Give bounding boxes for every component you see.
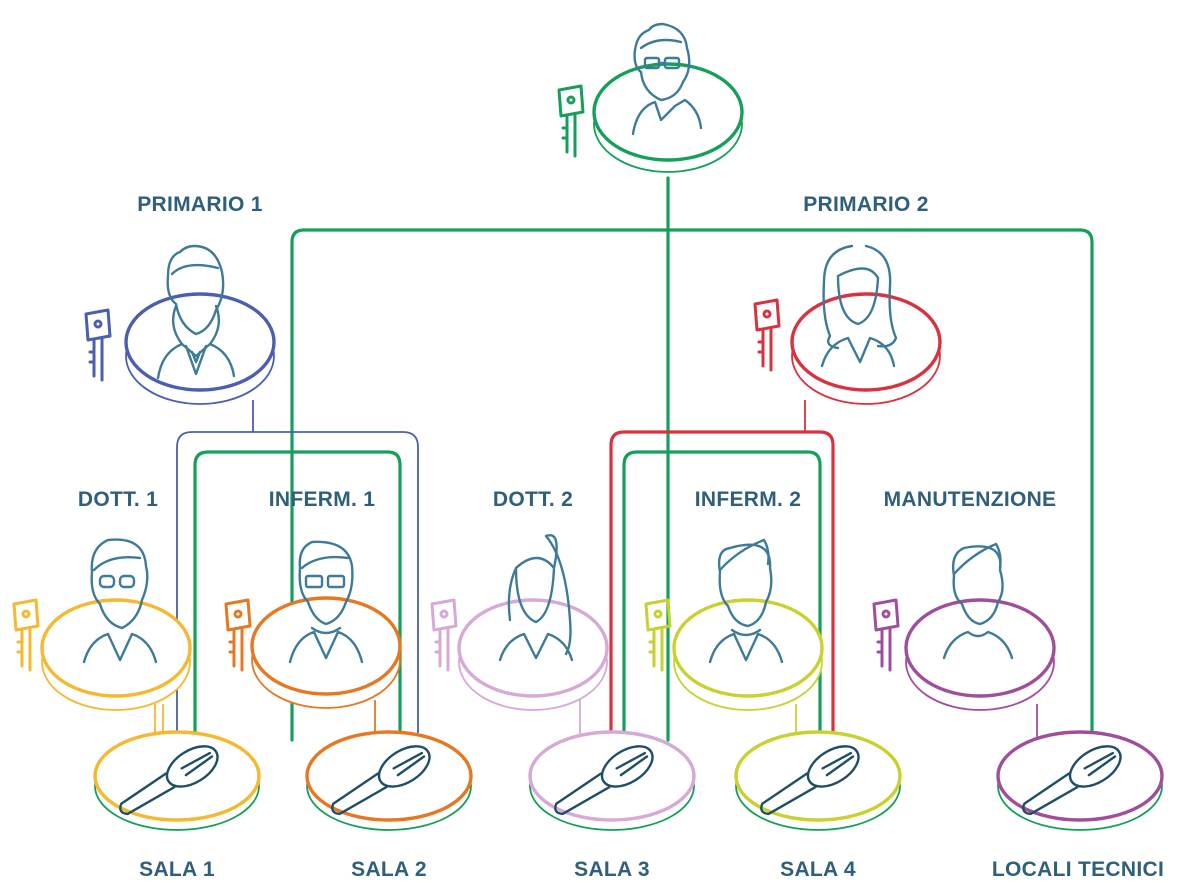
connections: [154, 176, 1094, 747]
primario2-node: PRIMARIO 2: [753, 193, 942, 405]
manutenzione-person-icon: [942, 542, 1014, 660]
wire-director-bus: [290, 228, 1094, 747]
dott1-node: DOTT. 1: [12, 488, 192, 711]
sala3-node: SALA 3: [528, 730, 696, 881]
inferm2-node: INFERM. 2: [644, 488, 824, 711]
inferm2-disc: [672, 598, 824, 698]
manutenzione-key-icon: [872, 598, 900, 672]
wire-primario2-frame: [609, 430, 835, 735]
primario2-label: PRIMARIO 2: [803, 193, 929, 216]
primario1-key-icon: [84, 308, 112, 382]
dott2-key-icon: [430, 598, 458, 672]
director-person-icon: [631, 22, 703, 136]
dott1-label: DOTT. 1: [78, 488, 158, 511]
director-node: [557, 22, 744, 173]
primario1-label: PRIMARIO 1: [137, 193, 263, 216]
primario1-disc: [124, 292, 276, 392]
dott2-node: DOTT. 2: [430, 488, 609, 711]
sala1-node: SALA 1: [93, 730, 261, 881]
sala4-label: SALA 4: [780, 858, 856, 881]
dott1-person-icon: [82, 538, 158, 664]
primario2-key-icon: [753, 298, 781, 372]
inferm1-node: INFERM. 1: [224, 488, 402, 709]
manutenzione-disc: [904, 598, 1056, 698]
inferm2-person-icon: [708, 538, 784, 664]
dott2-label: DOTT. 2: [493, 488, 573, 511]
locali-cylinder-icon: [1022, 745, 1122, 816]
locali-label: LOCALI TECNICI: [992, 858, 1164, 881]
sala4-cylinder-icon: [760, 745, 860, 816]
director-key-icon: [557, 84, 585, 158]
dott1-disc: [40, 598, 192, 698]
inferm1-key-icon: [224, 598, 252, 672]
wire-green-right-frame: [622, 450, 822, 738]
dott2-person-icon: [498, 534, 574, 662]
inferm2-label: INFERM. 2: [695, 488, 802, 511]
sala1-label: SALA 1: [139, 858, 215, 881]
inferm1-disc: [250, 596, 402, 696]
inferm2-key-icon: [644, 598, 672, 672]
primario1-node: PRIMARIO 1: [84, 193, 276, 405]
primario2-disc: [790, 292, 942, 392]
sala1-cylinder-icon: [119, 745, 219, 816]
sala3-cylinder-icon: [554, 745, 654, 816]
manutenzione-node: MANUTENZIONE: [872, 488, 1057, 711]
dott2-disc: [457, 598, 609, 698]
inferm1-person-icon: [288, 540, 364, 664]
dott1-key-icon: [12, 598, 40, 672]
wire-primario1-frame: [176, 431, 419, 733]
locali-node: LOCALI TECNICI: [992, 730, 1164, 881]
wire-green-left-frame: [193, 450, 402, 738]
sala2-cylinder-icon: [331, 745, 431, 816]
sala3-label: SALA 3: [574, 858, 650, 881]
sala4-node: SALA 4: [734, 730, 902, 881]
inferm1-label: INFERM. 1: [269, 488, 376, 511]
manutenzione-label: MANUTENZIONE: [884, 488, 1057, 511]
primario2-person-icon: [820, 244, 898, 368]
sala2-node: SALA 2: [305, 730, 473, 881]
primario1-person-icon: [156, 244, 236, 380]
sala2-label: SALA 2: [351, 858, 427, 881]
